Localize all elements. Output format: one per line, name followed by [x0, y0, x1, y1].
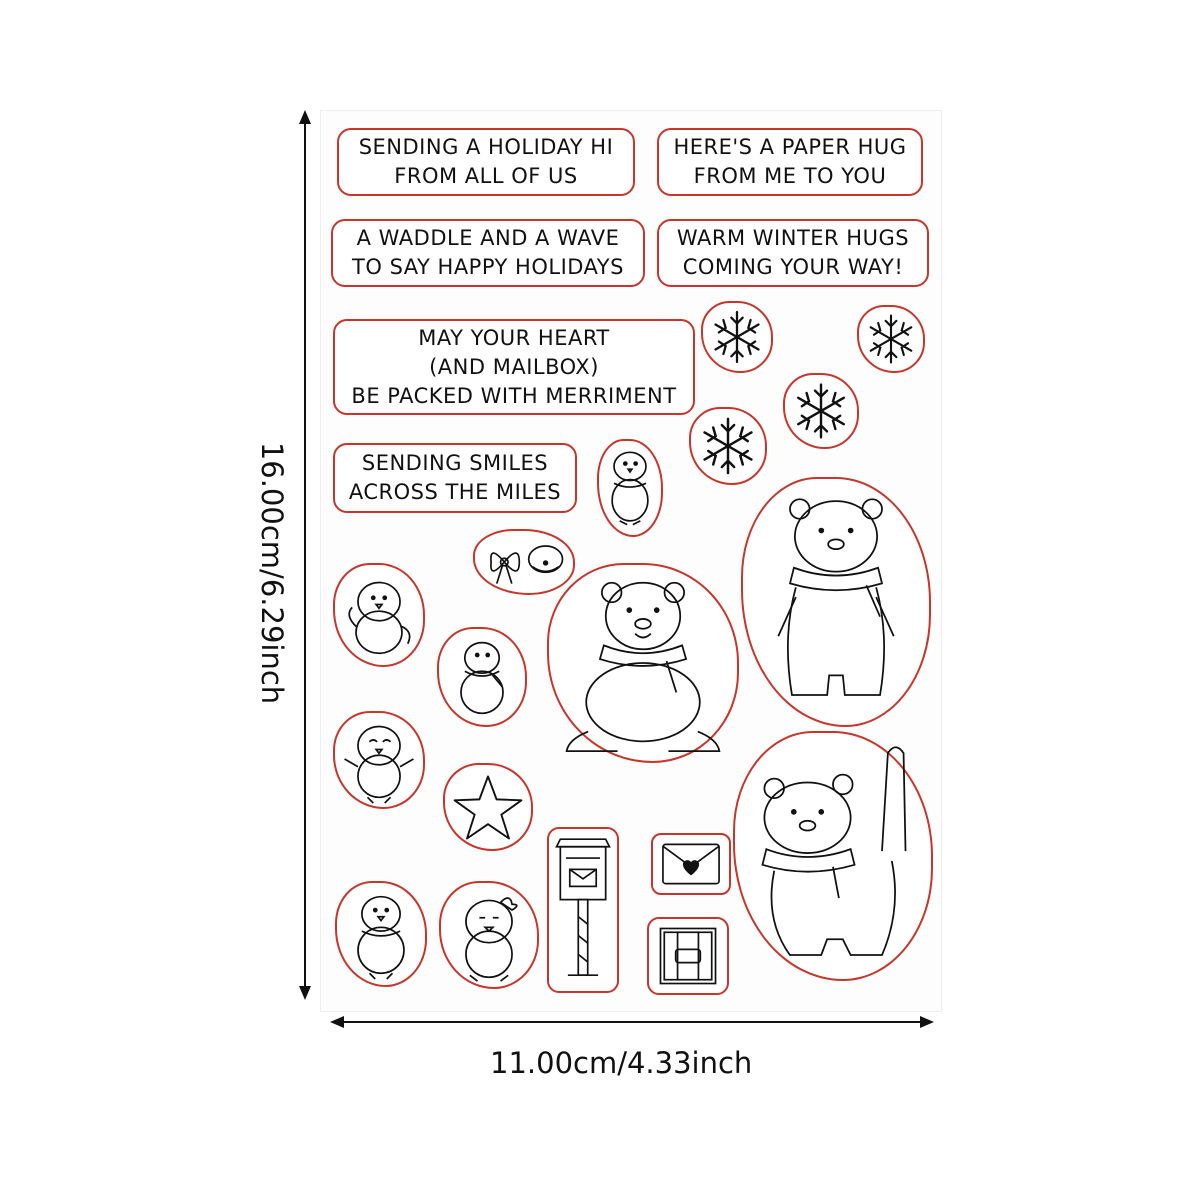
penguin-icon	[333, 711, 425, 809]
snowflake-icon	[701, 301, 773, 373]
polar-bear-icon	[741, 477, 931, 727]
mailbox-icon	[547, 827, 619, 993]
stamp-text-line: ACROSS THE MILES	[348, 480, 562, 504]
stamp-smiles: SENDING SMILES ACROSS THE MILES	[333, 443, 577, 513]
width-dimension-line	[330, 1016, 934, 1028]
stamp-text-line: BE PACKED WITH MERRIMENT	[351, 383, 677, 408]
stamp-text-line: FROM ALL OF US	[394, 164, 578, 188]
penguin-icon	[335, 881, 427, 987]
stamp-text-line: A WADDLE AND A WAVE	[356, 226, 620, 250]
width-dimension-label: 11.00cm/4.33inch	[490, 1046, 753, 1080]
stamp-sheet: SENDING A HOLIDAY HI FROM ALL OF US HERE…	[320, 110, 942, 1012]
stamp-text-line: HERE'S A PAPER HUG	[673, 135, 907, 159]
stamp-text-line: (AND MAILBOX)	[429, 354, 599, 379]
stamp-holiday-hi: SENDING A HOLIDAY HI FROM ALL OF US	[337, 128, 635, 196]
stamp-text-line: FROM ME TO YOU	[693, 164, 887, 188]
height-dimension-label: 16.00cm/6.29inch	[255, 441, 289, 705]
stamp-paper-hug: HERE'S A PAPER HUG FROM ME TO YOU	[657, 128, 923, 196]
stamp-text-line: WARM WINTER HUGS	[676, 226, 910, 250]
envelope-heart-icon	[651, 833, 731, 895]
bow-icon	[473, 529, 575, 595]
stamp-waddle: A WADDLE AND A WAVE TO SAY HAPPY HOLIDAY…	[331, 219, 645, 287]
polar-bear-icon	[547, 563, 739, 763]
height-dimension-line	[299, 110, 311, 1000]
stamp-text-line: MAY YOUR HEART	[418, 325, 610, 350]
polar-bear-icon	[733, 731, 933, 981]
stamp-winter-hugs: WARM WINTER HUGS COMING YOUR WAY!	[657, 219, 929, 287]
crate-icon	[647, 917, 729, 995]
penguin-icon	[437, 627, 527, 727]
stamp-text-line: SENDING SMILES	[361, 451, 549, 475]
stamp-text-line: TO SAY HAPPY HOLIDAYS	[352, 255, 624, 279]
snowflake-icon	[857, 305, 925, 373]
penguin-icon	[439, 881, 539, 989]
stamp-heart-mailbox: MAY YOUR HEART (AND MAILBOX) BE PACKED W…	[333, 319, 695, 415]
snowflake-icon	[689, 407, 767, 485]
star-icon	[443, 763, 533, 851]
stamp-text-line: COMING YOUR WAY!	[682, 255, 904, 279]
penguin-icon	[333, 563, 425, 667]
penguin-icon	[597, 439, 663, 537]
snowflake-icon	[783, 373, 859, 449]
stamp-text-line: SENDING A HOLIDAY HI	[358, 135, 614, 159]
